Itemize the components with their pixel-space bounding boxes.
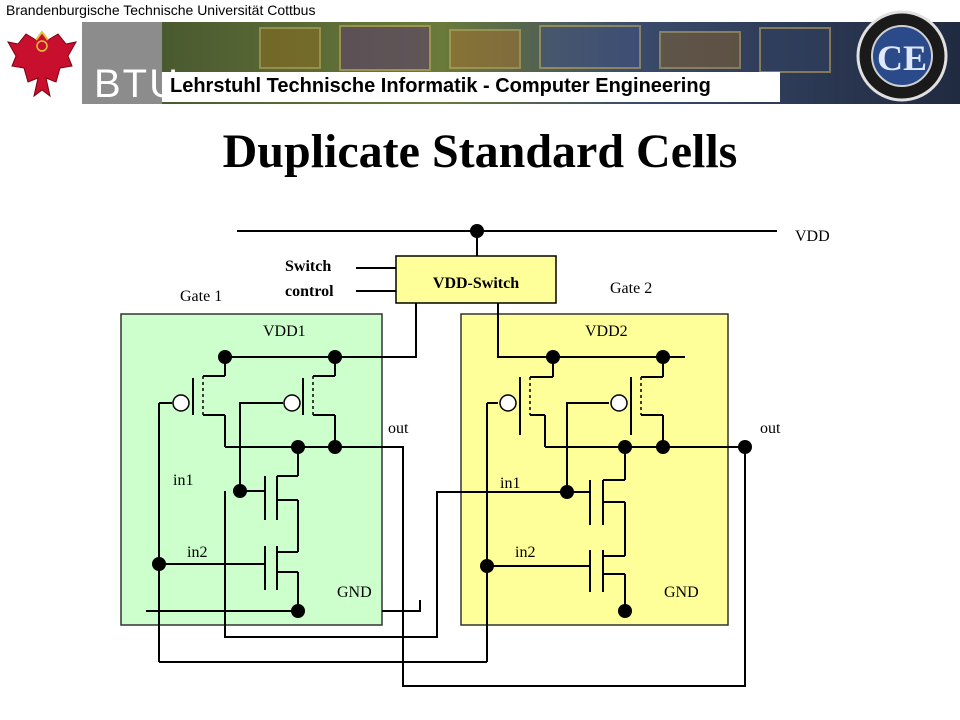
chair-name: Lehrstuhl Technische Informatik - Comput… [170,75,711,97]
junction-dot [218,350,232,364]
slide-title: Duplicate Standard Cells [222,125,738,178]
junction-dot [546,350,560,364]
switch-control-label-line2: control [285,283,334,300]
header-banner: BTU Lehrstuhl Technische Informatik - Co… [0,10,960,106]
junction-dot [738,440,752,454]
junction-dot [656,440,670,454]
gate2-box [460,313,729,626]
university-name: Brandenburgische Technische Universität … [6,2,316,18]
gate2-out-label: out [760,420,781,437]
ce-logo-letters: CE [877,38,927,78]
gate1-gnd-label: GND [337,584,372,601]
gate2-vdd-label: VDD2 [585,323,628,340]
junction-dot [480,559,494,573]
gate1-vdd-label: VDD1 [263,323,306,340]
vdd-switch-label: VDD-Switch [433,275,519,292]
gate2-title: Gate 2 [610,280,652,297]
chair-bar: Lehrstuhl Technische Informatik - Comput… [162,72,780,102]
junction-dot [291,604,305,618]
vdd2-wire [497,303,685,358]
vdd-label: VDD [795,228,830,245]
gate1-in1-label: in1 [173,472,193,489]
gate1-in2-label: in2 [187,544,207,561]
pmos1-g2-bubble-icon [499,394,517,412]
gate1-out-label: out [388,420,409,437]
junction-dot [618,604,632,618]
vdd-junction-dot [470,224,484,238]
junction-dot [328,350,342,364]
junction-dot [618,440,632,454]
pmos2-g1-bubble-icon [283,394,301,412]
gate1-title: Gate 1 [180,288,222,305]
gate2-gnd-label: GND [664,584,699,601]
gate1-box [120,313,383,626]
gate2-in2-label: in2 [515,544,535,561]
ce-logo-icon: CE [856,10,948,102]
pmos1-g1-bubble-icon [172,394,190,412]
junction-dot [560,485,574,499]
junction-dot [656,350,670,364]
junction-dot [328,440,342,454]
junction-dot [291,440,305,454]
brandenburg-eagle-icon [7,30,77,98]
vdd-switch-box [395,255,557,304]
junction-dot [152,557,166,571]
pmos2-g2-bubble-icon [610,394,628,412]
gate2-in1-label: in1 [500,475,520,492]
junction-dot [233,484,247,498]
switch-control-label-line1: Switch [285,258,331,275]
vdd1-wire [225,303,417,358]
